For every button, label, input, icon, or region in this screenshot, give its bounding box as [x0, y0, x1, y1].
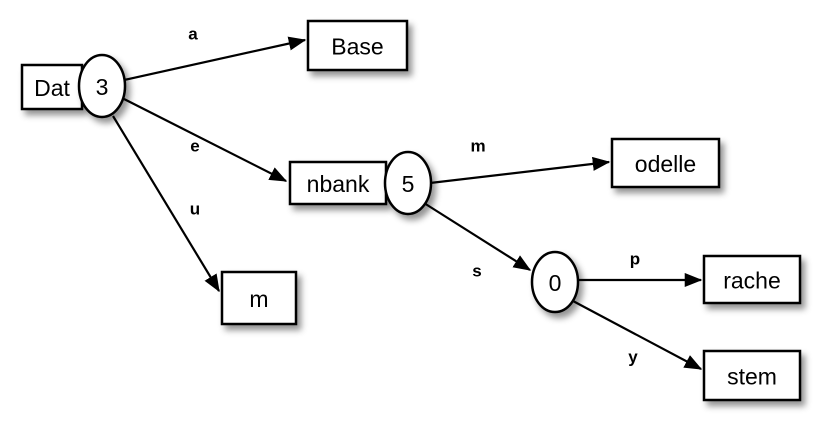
edge-m-line: [429, 156, 611, 185]
node-m-box-shape[interactable]: [220, 270, 298, 326]
edge-s: s: [423, 202, 532, 281]
node-odelle[interactable]: [610, 137, 721, 189]
node-rache[interactable]: [702, 254, 802, 305]
edge-u-label: u: [190, 200, 200, 219]
node-0-shape[interactable]: [530, 250, 580, 314]
node-0[interactable]: [530, 250, 580, 314]
edge-s-line: [423, 202, 532, 271]
edge-m: m: [429, 137, 611, 185]
edge-u: u: [112, 115, 220, 293]
node-5-shape[interactable]: [383, 150, 433, 216]
node-base[interactable]: [306, 19, 409, 72]
node-base-shape[interactable]: [306, 19, 409, 72]
edge-a-label: a: [188, 25, 198, 44]
node-0-label: 0: [549, 270, 562, 296]
edge-e-line: [123, 98, 288, 182]
edge-y-label: y: [628, 348, 638, 367]
nodes-layer: Dat 3 Base nbank 5 m: [20, 19, 802, 402]
node-m-box-label: m: [249, 286, 268, 312]
edge-m-label: m: [470, 137, 485, 156]
node-odelle-shape[interactable]: [610, 137, 721, 189]
node-stem-label: stem: [727, 364, 777, 390]
node-dat-shape[interactable]: [20, 63, 84, 111]
node-5[interactable]: [383, 150, 433, 216]
node-5-label: 5: [402, 171, 415, 197]
node-dat[interactable]: [20, 63, 84, 111]
node-3[interactable]: [77, 53, 127, 119]
node-rache-label: rache: [723, 268, 781, 294]
node-nbank-label: nbank: [307, 171, 370, 197]
node-3-label: 3: [96, 74, 109, 100]
node-rache-shape[interactable]: [702, 254, 802, 305]
node-odelle-label: odelle: [635, 151, 696, 177]
node-m-box[interactable]: [220, 270, 298, 326]
edge-p: p: [578, 250, 703, 288]
node-stem-shape[interactable]: [702, 349, 802, 402]
edge-a: a: [123, 25, 307, 82]
edge-e-label: e: [190, 137, 199, 156]
edge-y: y: [572, 300, 703, 370]
node-base-label: Base: [331, 34, 383, 60]
node-stem[interactable]: [702, 349, 802, 402]
node-3-shape[interactable]: [77, 53, 127, 119]
edge-e: e: [123, 98, 288, 182]
edge-a-line: [123, 36, 307, 82]
edge-p-label: p: [630, 250, 640, 269]
node-dat-label: Dat: [34, 75, 70, 101]
edge-y-line: [572, 300, 703, 370]
edges-layer: a e u m s p y: [112, 25, 703, 370]
edge-s-label: s: [472, 262, 481, 281]
edge-u-line: [112, 115, 220, 293]
